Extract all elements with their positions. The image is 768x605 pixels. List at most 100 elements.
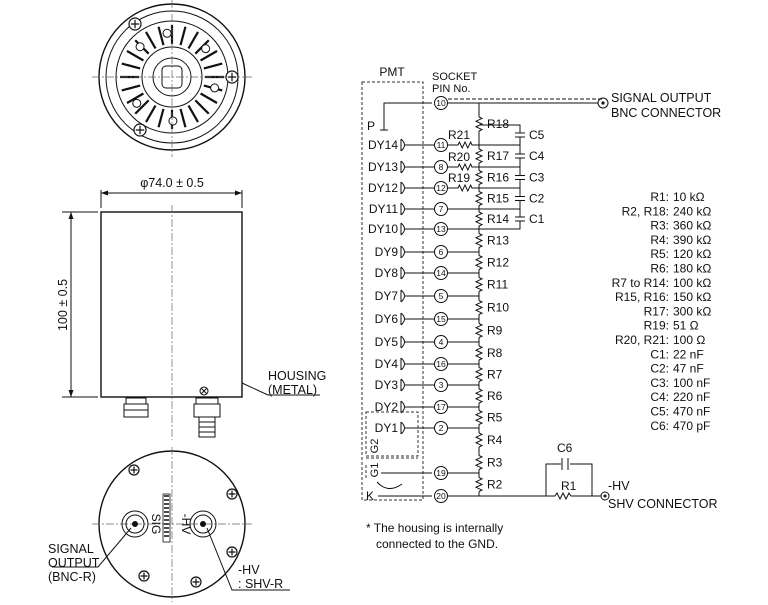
series-resistor-symbol xyxy=(447,140,479,150)
g1-label: G1 xyxy=(369,463,381,478)
component-value: 390 kΩ xyxy=(673,233,711,247)
resistor-symbol xyxy=(474,455,484,470)
resistor-symbol xyxy=(474,277,484,292)
resistor-symbol xyxy=(474,410,484,425)
g2-label: G2 xyxy=(369,439,381,454)
bottom-view: SIG -HV SIGNAL OUTPUT (BNC-R) -HV : SHV-… xyxy=(48,447,290,602)
socket-pin-number: 3 xyxy=(439,380,444,390)
resistor-chain: R18R17R16R15R14R13R12R11R10R9R8R7R6R5R4R… xyxy=(447,102,545,497)
socket-pin-number: 4 xyxy=(439,337,444,347)
resistor-label: R3 xyxy=(487,456,503,470)
housing-material-label: (METAL) xyxy=(268,383,317,397)
resistor-symbol xyxy=(474,191,484,206)
resistor-symbol xyxy=(474,170,484,185)
screw-icon xyxy=(190,576,202,588)
shv-connector-side xyxy=(193,397,221,438)
component-name: C1: xyxy=(650,347,669,361)
screw-slot xyxy=(192,578,200,586)
component-name: R3: xyxy=(650,219,669,233)
component-name: C5: xyxy=(650,405,669,419)
resistor-label: R15 xyxy=(487,192,509,206)
pin-hole xyxy=(168,116,178,126)
resistor-symbol xyxy=(474,477,484,492)
series-resistor-symbol xyxy=(447,162,479,172)
resistor-gap xyxy=(475,300,483,315)
dynode-symbol xyxy=(400,222,405,236)
component-name: R17: xyxy=(644,304,669,318)
resistor-label: R13 xyxy=(487,234,509,248)
screw-slot xyxy=(227,72,237,82)
pin-rib xyxy=(121,62,141,70)
dynode-symbol xyxy=(400,357,405,371)
resistor-symbol xyxy=(474,255,484,270)
component-value: 10 kΩ xyxy=(673,190,705,204)
component-value: 240 kΩ xyxy=(673,204,711,218)
dynode-symbol xyxy=(400,160,405,174)
bnc-connector xyxy=(121,510,149,538)
socket-pin-number: 20 xyxy=(436,491,446,501)
pin-rib xyxy=(179,26,187,46)
component-value: 100 nF xyxy=(673,376,710,390)
socket-pin-number: 13 xyxy=(436,224,446,234)
component-name: C6: xyxy=(650,419,669,433)
r1-label: R1 xyxy=(561,479,577,493)
capacitor-label: C3 xyxy=(529,171,545,185)
resistor-gap xyxy=(475,117,483,131)
pin-hole xyxy=(201,44,211,54)
component-value: 150 kΩ xyxy=(673,290,711,304)
resistor-gap xyxy=(475,367,483,382)
pin-rib xyxy=(145,105,157,123)
signal-output-label-2: OUTPUT xyxy=(48,556,100,570)
resistor-symbol xyxy=(474,300,484,315)
resistor-symbol xyxy=(474,148,484,164)
resistor-label: R16 xyxy=(487,171,509,185)
component-value: 360 kΩ xyxy=(673,219,711,233)
note-line-2: connected to the GND. xyxy=(376,537,498,551)
sig-marking: SIG xyxy=(149,514,163,535)
dynode-symbol xyxy=(400,202,405,216)
resistor-symbol xyxy=(474,323,484,338)
voltage-divider-schematic: PMT SOCKET PIN No. P SIGNAL OUTPUT BNC C… xyxy=(361,65,721,551)
socket-pin-number: 5 xyxy=(439,291,444,301)
dynode-symbol xyxy=(400,335,405,349)
component-name: C3: xyxy=(650,376,669,390)
resistor-gap xyxy=(475,410,483,425)
resistor-symbol xyxy=(474,116,484,132)
c6-label: C6 xyxy=(557,441,573,455)
dynode-label: DY14 xyxy=(368,138,398,152)
anode-label: P xyxy=(367,119,375,133)
pin-hole xyxy=(162,28,172,38)
socket-pin-number: 12 xyxy=(436,183,446,193)
component-value: 300 kΩ xyxy=(673,304,711,318)
bnc-connector-label: BNC CONNECTOR xyxy=(611,106,721,120)
pmt-label: PMT xyxy=(379,65,405,79)
dynode-symbol xyxy=(400,266,405,280)
pin-rib xyxy=(187,105,199,123)
resistor-gap xyxy=(475,191,483,206)
pin-hole xyxy=(132,98,142,108)
resistor-label: R14 xyxy=(487,212,509,226)
resistor-gap xyxy=(475,255,483,270)
pin-rib xyxy=(194,99,210,115)
resistor-gap xyxy=(475,346,483,360)
resistor-gap xyxy=(475,323,483,338)
resistor-symbol xyxy=(474,233,484,248)
component-value: 100 kΩ xyxy=(673,276,711,290)
component-name: R6: xyxy=(650,262,669,276)
pin-no-label: PIN No. xyxy=(432,83,471,95)
socket-pin-number: 15 xyxy=(436,314,446,324)
resistor-gap xyxy=(475,455,483,470)
resistor-symbol xyxy=(474,388,484,404)
dynode-label: DY6 xyxy=(375,312,399,326)
screw-slot xyxy=(228,548,236,556)
dynode-label: DY3 xyxy=(375,378,399,392)
screw-icon xyxy=(133,123,147,137)
shv-connector-label: SHV CONNECTOR xyxy=(608,497,718,511)
socket-label: SOCKET xyxy=(432,71,478,83)
dynode-label: DY13 xyxy=(368,160,398,174)
socket-pin-number: 17 xyxy=(436,402,446,412)
signal-output-label-3: (BNC-R) xyxy=(48,570,96,584)
pin-rib xyxy=(200,92,218,104)
component-value: 180 kΩ xyxy=(673,262,711,276)
